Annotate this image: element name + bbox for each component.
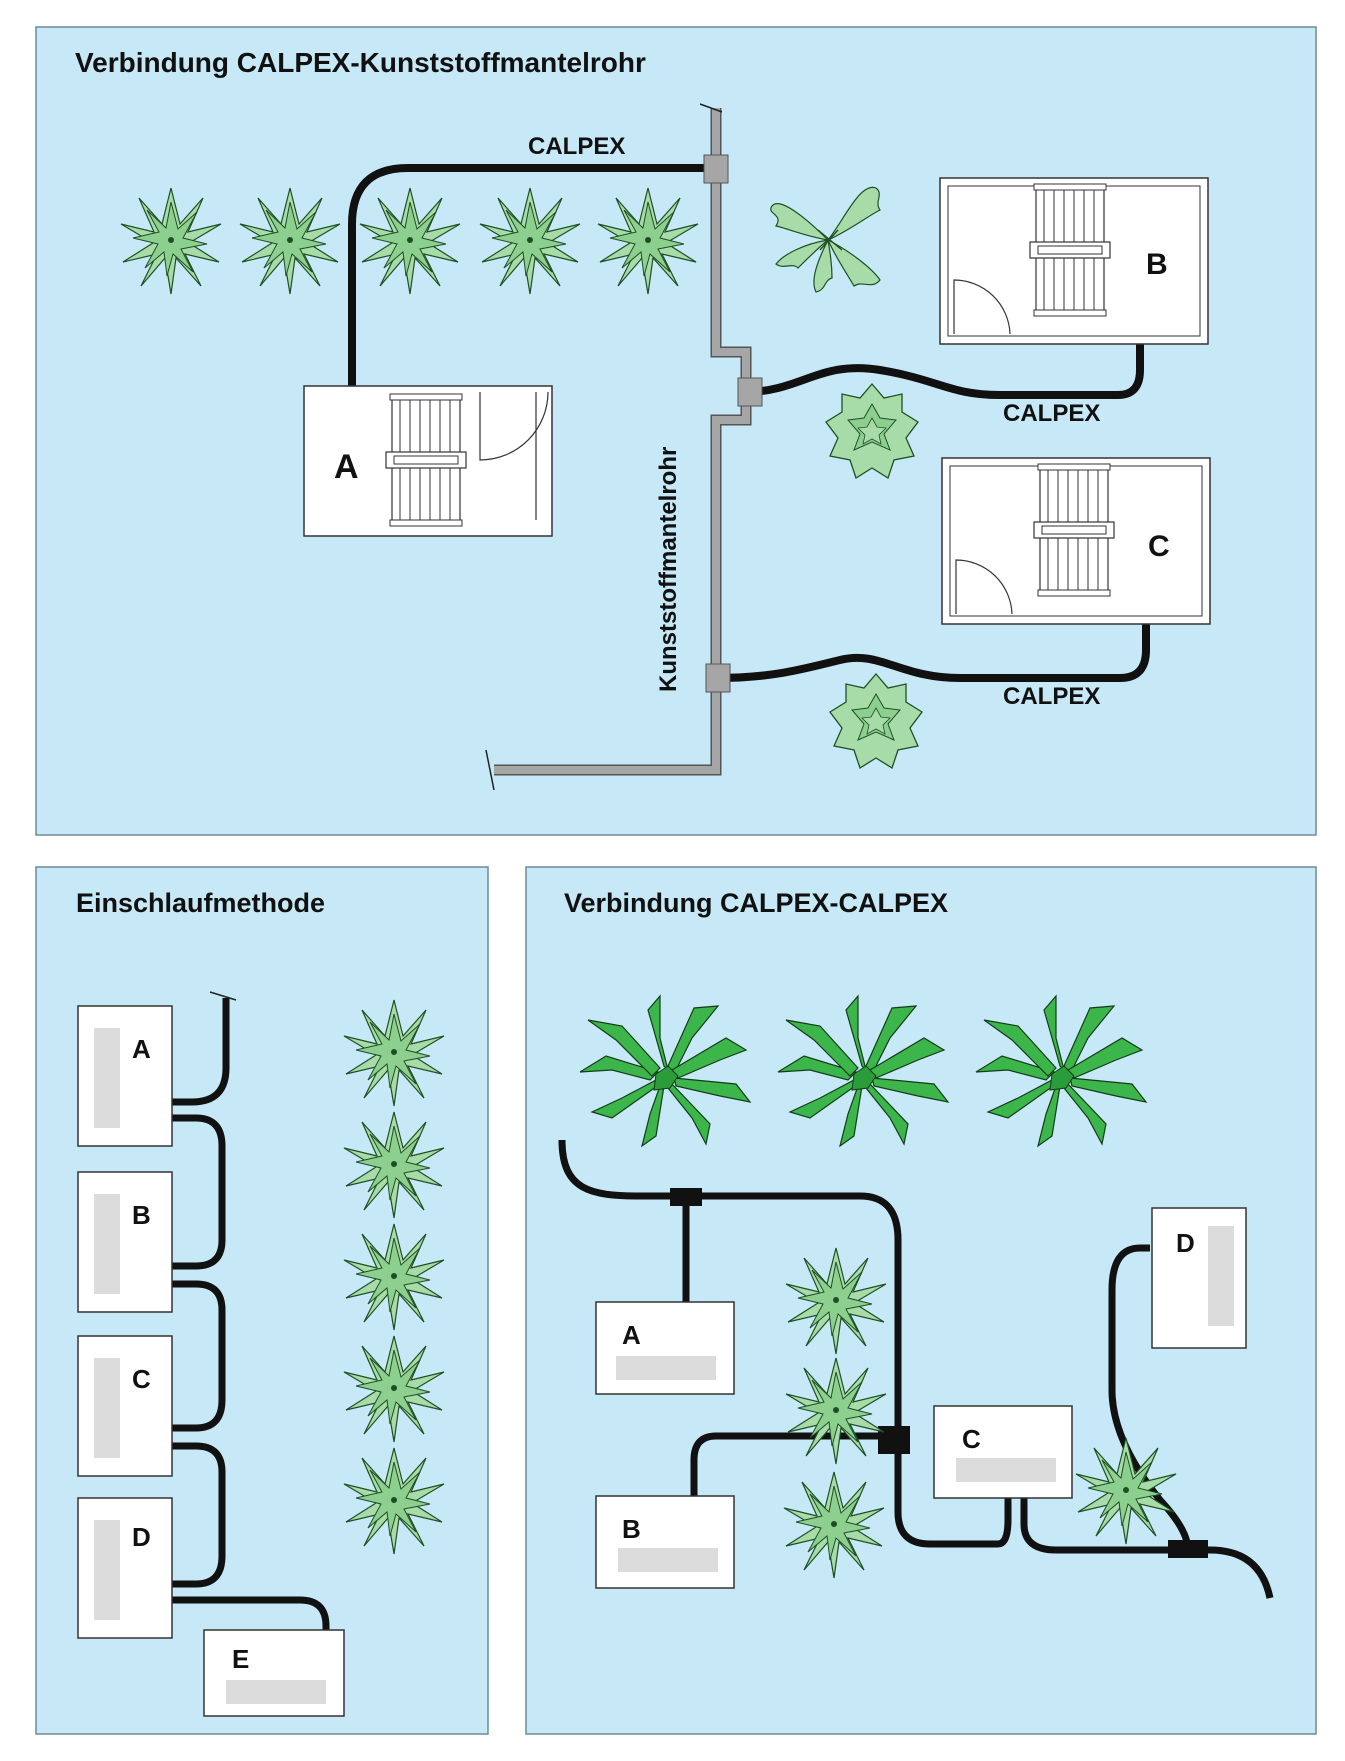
staircase-icon (1033, 463, 1115, 597)
calpex-label-c: CALPEX (1003, 683, 1100, 710)
right-building-d-label: D (1176, 1228, 1195, 1258)
calpex-chain-pipes (168, 998, 330, 1632)
calpex-label-b: CALPEX (1003, 400, 1100, 427)
panel-bottom-left-title: Einschlaufmethode (76, 888, 325, 918)
building-a-label: A (334, 448, 359, 486)
panel-top-title: Verbindung CALPEX-Kunststoffmantelrohr (75, 47, 646, 78)
staircase-icon (385, 393, 467, 527)
door-icon (955, 559, 1013, 615)
left-building-a-label: A (132, 1034, 151, 1064)
door-icon (953, 279, 1011, 335)
left-building-b: B (77, 1171, 173, 1313)
left-building-c: C (77, 1335, 173, 1477)
building-b-label: B (1146, 248, 1168, 281)
right-building-c: C (933, 1405, 1073, 1499)
tee-fitting-icon (705, 663, 731, 693)
door-icon (479, 391, 549, 461)
right-building-d: D (1151, 1207, 1247, 1349)
building-c-label: C (1148, 530, 1170, 563)
tee-fitting-icon (1168, 1540, 1208, 1558)
calpex-calpex-pipes (558, 1139, 1274, 1599)
left-building-e: E (203, 1629, 345, 1717)
tee-fitting-icon (737, 377, 763, 407)
staircase-icon (1029, 183, 1111, 317)
building-b-top: B (939, 177, 1209, 345)
left-building-d: D (77, 1497, 173, 1639)
panel-bottom-left: Einschlaufmethode A B C (35, 866, 489, 1735)
right-building-b-label: B (622, 1514, 641, 1544)
main-pipe-label: Kunststoffmantelrohr (655, 447, 682, 692)
panel-top: Verbindung CALPEX-Kunststoffmantelrohr C… (35, 26, 1317, 836)
tee-fitting-icon (703, 154, 729, 184)
left-building-a: A (77, 1005, 173, 1147)
right-building-b: B (595, 1495, 735, 1589)
calpex-pipes-top (348, 164, 1150, 682)
building-c-top: C (941, 457, 1211, 625)
building-a-top: A (303, 385, 553, 537)
left-building-b-label: B (132, 1200, 151, 1230)
right-building-a-label: A (622, 1320, 641, 1350)
right-building-c-label: C (962, 1424, 981, 1454)
calpex-label-a: CALPEX (528, 133, 625, 160)
panel-bottom-right-title: Verbindung CALPEX-CALPEX (564, 888, 948, 918)
tee-fitting-icon (670, 1188, 702, 1206)
left-building-c-label: C (132, 1364, 151, 1394)
right-building-a: A (595, 1301, 735, 1395)
left-building-d-label: D (132, 1522, 151, 1552)
panel-bottom-right: Verbindung CALPEX-CALPEX A (525, 866, 1317, 1735)
tee-fitting-icon (878, 1426, 910, 1454)
left-building-e-label: E (232, 1644, 249, 1674)
